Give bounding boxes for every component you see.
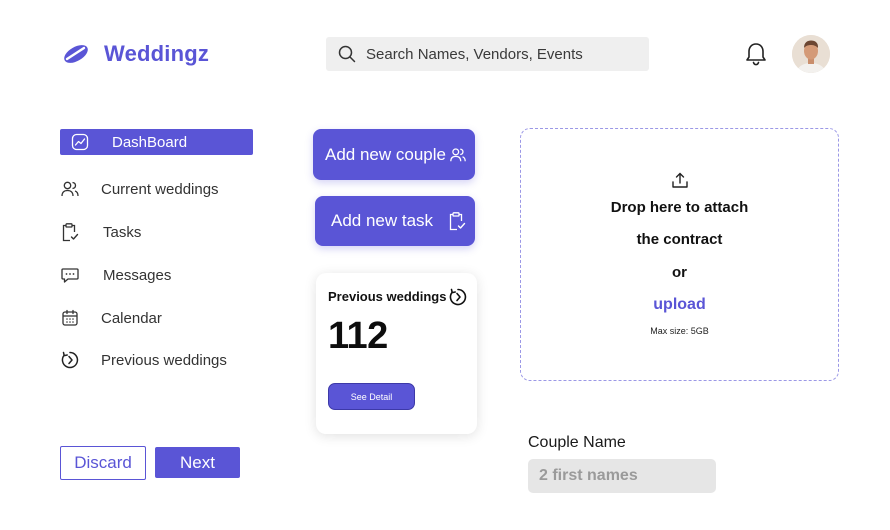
- previous-weddings-count: 112: [328, 315, 388, 357]
- search-bar[interactable]: [326, 37, 649, 71]
- brand-name: Weddingz: [104, 41, 210, 66]
- sidebar-item-calendar[interactable]: Calendar: [60, 308, 162, 328]
- next-button[interactable]: Next: [155, 447, 240, 478]
- users-icon: [60, 179, 80, 199]
- contract-dropzone[interactable]: Drop here to attach the contract or uplo…: [520, 128, 839, 381]
- bell-icon[interactable]: [742, 40, 770, 68]
- calendar-icon: [60, 308, 80, 328]
- dropzone-or: or: [672, 264, 687, 281]
- sidebar-item-tasks[interactable]: Tasks: [60, 222, 141, 242]
- sidebar-item-label: Current weddings: [101, 180, 219, 198]
- card-title: Previous weddings: [328, 289, 447, 304]
- sidebar-item-current-weddings[interactable]: Current weddings: [60, 179, 219, 199]
- search-icon: [338, 45, 356, 63]
- sidebar-item-label: Previous weddings: [101, 351, 227, 369]
- sidebar-item-label: DashBoard: [112, 133, 188, 151]
- user-avatar-icon: [792, 35, 830, 73]
- couple-name-label: Couple Name: [528, 434, 626, 451]
- clipboard-check-icon: [449, 212, 466, 231]
- logo-icon: [64, 45, 88, 63]
- search-input[interactable]: [366, 45, 636, 63]
- add-couple-label: Add new couple: [325, 144, 446, 164]
- add-couple-button[interactable]: Add new couple: [313, 129, 475, 180]
- chart-line-icon: [70, 133, 90, 151]
- couple-name-input[interactable]: [528, 459, 716, 493]
- brand-logo[interactable]: Weddingz: [62, 38, 209, 70]
- sidebar-item-label: Calendar: [101, 309, 162, 327]
- avatar[interactable]: [792, 35, 830, 73]
- max-size-note: Max size: 5GB: [650, 326, 709, 336]
- discard-button[interactable]: Discard: [60, 446, 146, 480]
- sidebar-item-label: Messages: [103, 266, 172, 284]
- dropzone-text-line2: the contract: [636, 231, 723, 248]
- previous-weddings-card: Previous weddings 112 See Detail: [316, 273, 477, 434]
- sidebar-item-dashboard[interactable]: DashBoard: [60, 129, 253, 155]
- history-icon: [60, 350, 80, 370]
- add-task-button[interactable]: Add new task: [315, 196, 475, 246]
- upload-link[interactable]: upload: [653, 296, 706, 313]
- users-icon: [450, 147, 466, 161]
- sidebar-item-messages[interactable]: Messages: [60, 265, 171, 285]
- chat-bubble-icon: [60, 265, 80, 285]
- see-detail-button[interactable]: See Detail: [328, 383, 415, 410]
- sidebar-item-previous-weddings[interactable]: Previous weddings: [60, 350, 227, 370]
- clipboard-check-icon: [60, 222, 80, 242]
- sidebar-item-label: Tasks: [103, 223, 142, 241]
- history-icon: [449, 288, 467, 306]
- dropzone-text-line1: Drop here to attach: [610, 199, 749, 216]
- add-task-label: Add new task: [331, 211, 434, 230]
- upload-icon: [672, 172, 688, 188]
